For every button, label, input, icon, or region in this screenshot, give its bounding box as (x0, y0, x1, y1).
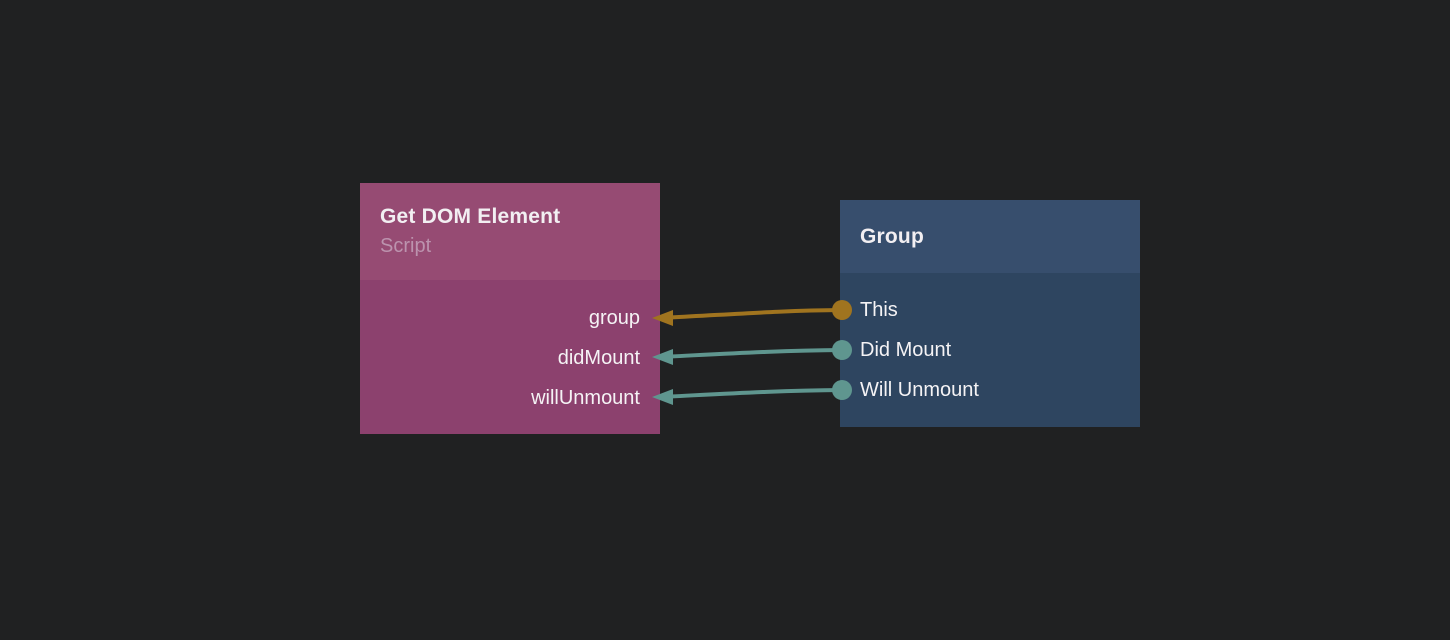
port-this[interactable]: This (840, 290, 1140, 330)
node-title: Group (860, 224, 924, 248)
node-subtitle: Script (380, 235, 432, 257)
port-label: Will Unmount (860, 378, 979, 401)
port-label: didMount (557, 346, 640, 369)
port-willunmount-output[interactable]: willUnmount (360, 378, 660, 418)
node-get-dom-element[interactable]: Get DOM Element Script group didMount wi… (360, 183, 660, 434)
node-body: This Did Mount Will Unmount (840, 273, 1140, 427)
edge-willunmount-to-willunmount[interactable] (669, 388, 843, 399)
node-title: Get DOM Element (380, 205, 561, 228)
port-label: willUnmount (531, 386, 640, 409)
node-body: group didMount willUnmount (360, 280, 660, 434)
port-label: group (588, 306, 640, 329)
node-header[interactable]: Get DOM Element Script (360, 183, 660, 280)
edge-didmount-to-didmount[interactable] (669, 348, 843, 359)
node-header[interactable]: Group (840, 200, 1140, 273)
port-will-unmount[interactable]: Will Unmount (840, 370, 1140, 410)
port-label: This (860, 298, 898, 321)
port-group-output[interactable]: group (360, 298, 660, 338)
port-didmount-output[interactable]: didMount (360, 338, 660, 378)
port-did-mount[interactable]: Did Mount (840, 330, 1140, 370)
port-label: Did Mount (860, 338, 952, 361)
node-group[interactable]: Group This Did Mount Will Unmount (840, 200, 1140, 427)
edge-this-to-group[interactable] (669, 308, 843, 320)
